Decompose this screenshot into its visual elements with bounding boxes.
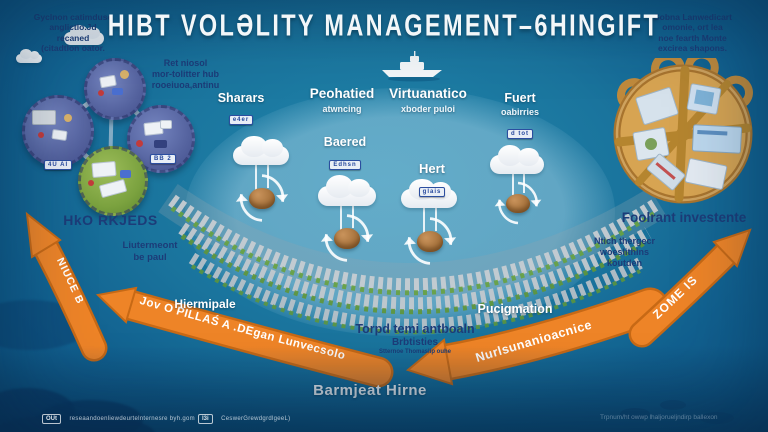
left-mid-note: Ret niosol mor-tolitter hub rooeiuoa,ant… [151,58,220,90]
footer-logo-2: l3i [198,413,213,424]
footer-logo-1: OUt [42,413,61,424]
badge-sharars: e4er [193,108,289,126]
sublabel-fuert: oabirries [500,107,540,117]
footer-credit-right: Trpnum/ht owwp lhaljorueljndirp ballexon [600,414,718,421]
footer-credit-1: OUt reseaandoenliewdeurtelnternesre byh.… [42,410,195,428]
cluster-subtitle: Liutermeont be paul [122,240,178,263]
label-hert: Hert [418,161,445,176]
footer-credit-2: l3i CeswerGrewdgrdlgeeL) [198,410,291,428]
mid-caption-title: Torpd temi antboaln [355,322,475,336]
badge-baered: Edhsn [303,153,387,171]
bottom-main-title: Barmjeat Hirne [313,382,427,399]
cluster-title: HkO RKJEDS [63,212,158,228]
sublabel-virtuanatico: xboder puloi [401,104,455,114]
page-title: HIBT VOLƏLITY MANAGEMENT–6HINGIFT [107,8,661,43]
mid-caption-tiny: Stternoe Thomaslip ouhe [378,349,451,355]
label-virtuanatico: Virtuanatico [389,86,467,101]
label-pucigmation: Pucigmation [477,302,553,316]
wheel-title: Foolrant investente [621,210,747,225]
label-sharars: Sharars [217,91,265,105]
badge-fuert: d tot [478,122,562,140]
label-fuert: Fuert [504,91,536,105]
wheel-note: Ntich thergecr woeslithins koutden [593,236,655,268]
label-hiermipale: Hiermipale [174,297,236,311]
mid-caption-sub: Brbtisties [391,337,439,348]
left-up-arrow: NIUCE B [25,211,108,362]
badge-hert: glais [392,180,472,198]
label-baered: Baered [323,135,367,149]
